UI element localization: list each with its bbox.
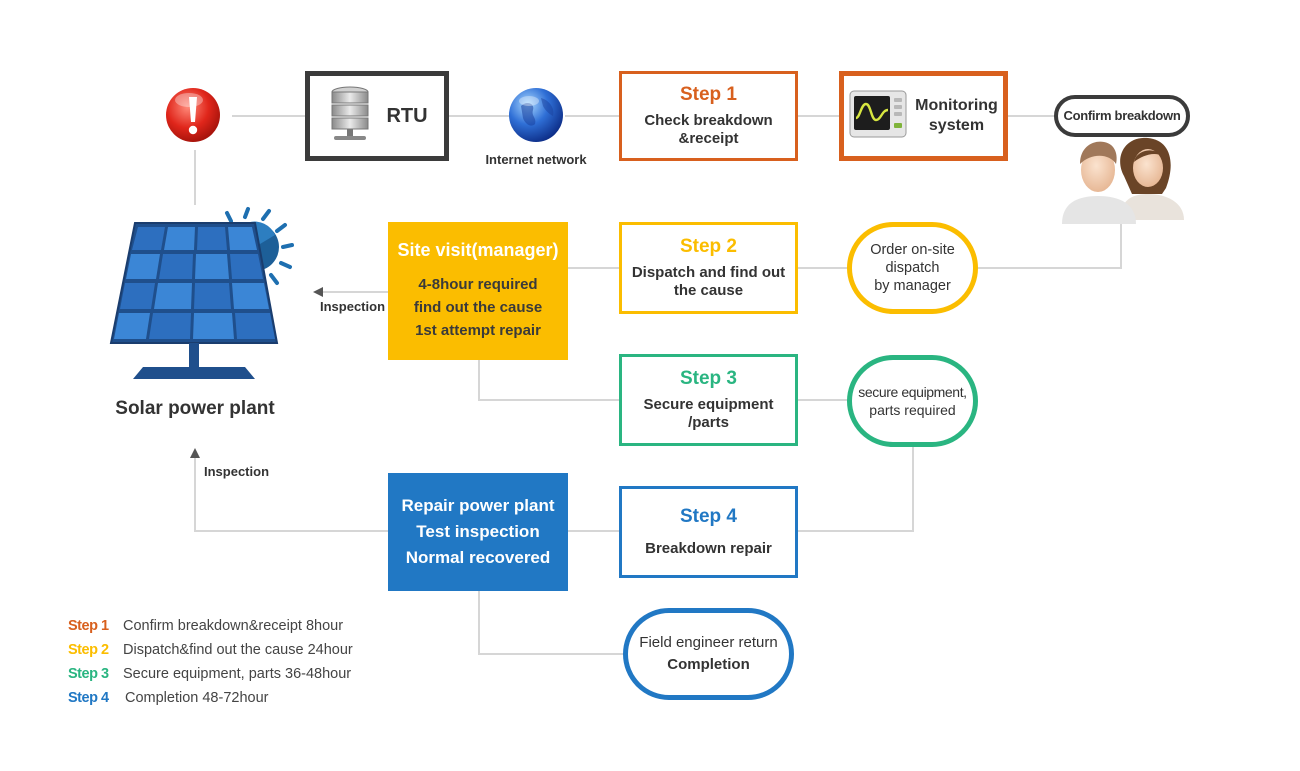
monitoring-box: Monitoring system (839, 71, 1008, 161)
site-visit-line1: 4-8hour required (418, 276, 538, 293)
legend-step3: Step 3 Secure equipment, parts 36-48hour (68, 666, 351, 682)
arrow-up-icon (190, 448, 200, 458)
step2-text-line1: Dispatch and find out (631, 264, 786, 281)
solar-label: Solar power plant (115, 398, 275, 419)
step3-text-line1: Secure equipment (643, 396, 774, 413)
confirm-breakdown-pill: Confirm breakdown (1054, 95, 1190, 137)
globe-icon (507, 86, 565, 144)
server-icon (326, 84, 374, 149)
legend-key-step4: Step 4 (68, 690, 109, 706)
step1-box: Step 1 Check breakdown &receipt (619, 71, 798, 161)
arrow-left-icon (313, 287, 323, 297)
field-engineer-pill: Field engineer return Completion (623, 608, 794, 700)
network-label: Internet network (485, 152, 587, 167)
inspection-label-top: Inspection (320, 299, 386, 314)
legend-step2: Step 2 Dispatch&find out the cause 24hour (68, 642, 353, 658)
site-visit-title: Site visit(manager) (397, 240, 559, 260)
confirm-label: Confirm breakdown (1063, 108, 1181, 123)
site-visit-line2: find out the cause (413, 299, 543, 316)
step1-text-line2: &receipt (678, 130, 739, 147)
rtu-box: RTU (305, 71, 449, 161)
monitor-icon (849, 90, 907, 143)
legend-text-step1: Confirm breakdown&receipt 8hour (123, 618, 344, 634)
repair-box: Repair power plant Test inspection Norma… (388, 473, 568, 591)
secure-line1: secure equipment, (858, 384, 967, 400)
step1-text-line1: Check breakdown (644, 112, 773, 129)
order-line1: Order on-site (870, 242, 955, 258)
step4-box: Step 4 Breakdown repair (619, 486, 798, 578)
site-visit-box: Site visit(manager) 4-8hour required fin… (388, 222, 568, 360)
alert-icon (164, 86, 222, 144)
legend-text-step4: Completion 48-72hour (125, 690, 269, 706)
legend-text-step2: Dispatch&find out the cause 24hour (123, 642, 353, 658)
repair-line3: Normal recovered (405, 548, 551, 567)
step3-box: Step 3 Secure equipment /parts (619, 354, 798, 446)
rtu-label: RTU (386, 104, 428, 127)
secure-parts-pill: secure equipment, parts required (847, 355, 978, 447)
field-line2: Completion (667, 656, 750, 673)
solar-panel-icon (105, 205, 295, 385)
legend-step4: Step 4 Completion 48-72hour (68, 690, 268, 706)
legend-step1: Step 1 Confirm breakdown&receipt 8hour (68, 618, 343, 634)
legend-text-step3: Secure equipment, parts 36-48hour (123, 666, 352, 682)
repair-line1: Repair power plant (401, 496, 555, 515)
legend-key-step2: Step 2 (68, 642, 109, 658)
step2-box: Step 2 Dispatch and find out the cause (619, 222, 798, 314)
step1-title: Step 1 (679, 84, 738, 105)
step4-title: Step 4 (679, 506, 738, 527)
inspection-label-bottom: Inspection (204, 464, 270, 479)
order-line2: dispatch (885, 260, 940, 276)
users-icon (1058, 132, 1188, 224)
legend-key-step1: Step 1 (68, 618, 109, 634)
monitoring-line1: Monitoring (915, 97, 998, 114)
step3-title: Step 3 (679, 368, 738, 389)
step4-text-line1: Breakdown repair (645, 540, 772, 557)
legend-key-step3: Step 3 (68, 666, 109, 682)
site-visit-line3: 1st attempt repair (415, 322, 541, 339)
order-dispatch-pill: Order on-site dispatch by manager (847, 222, 978, 314)
field-line1: Field engineer return (639, 634, 778, 651)
repair-line2: Test inspection (416, 522, 540, 541)
monitoring-line2: system (928, 117, 985, 134)
step2-text-line2: the cause (673, 282, 744, 299)
order-line3: by manager (874, 278, 951, 294)
step3-text-line2: /parts (688, 414, 729, 431)
secure-line2: parts required (869, 402, 956, 418)
step2-title: Step 2 (679, 236, 738, 257)
